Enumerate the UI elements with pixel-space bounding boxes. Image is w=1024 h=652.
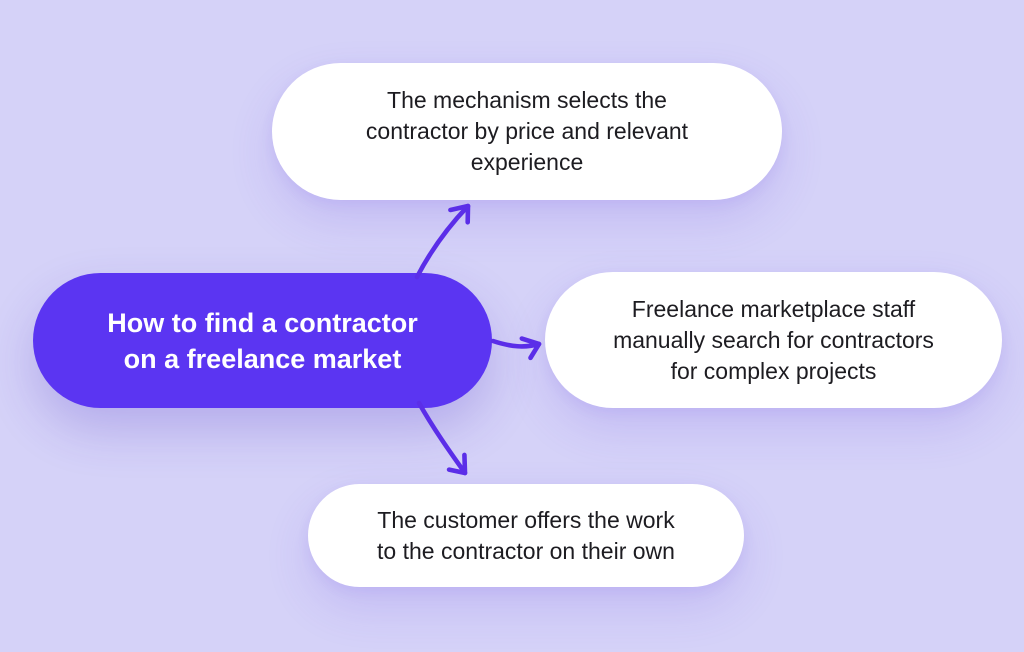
branch-line: to the contractor on their own xyxy=(377,537,675,564)
branch-line: for complex projects xyxy=(670,357,877,384)
branch-node-right-label: Freelance marketplace staff manually sea… xyxy=(613,294,934,387)
branch-line: Freelance marketplace staff xyxy=(631,295,916,322)
root-node-line: on a freelance market xyxy=(123,343,402,374)
branch-node-right: Freelance marketplace staff manually sea… xyxy=(545,272,1002,408)
arrow-root-to-top xyxy=(414,203,471,280)
branch-line: The mechanism selects the xyxy=(387,87,667,113)
root-node-label: How to find a contractor on a freelance … xyxy=(107,305,418,377)
arrow-root-to-bottom xyxy=(416,400,468,476)
root-node-line: How to find a contractor xyxy=(107,307,418,338)
branch-line: The customer offers the work xyxy=(377,506,675,533)
branch-node-top: The mechanism selects the contractor by … xyxy=(272,63,782,200)
root-node: How to find a contractor on a freelance … xyxy=(33,273,492,408)
branch-node-bottom-label: The customer offers the work to the cont… xyxy=(377,505,675,567)
branch-line: manually search for contractors xyxy=(613,326,934,353)
branch-line: contractor by price and relevant xyxy=(365,118,689,144)
arrow-root-to-right xyxy=(490,336,542,361)
branch-node-bottom: The customer offers the work to the cont… xyxy=(308,484,744,587)
branch-node-top-label: The mechanism selects the contractor by … xyxy=(366,85,688,178)
branch-line: experience xyxy=(470,149,584,175)
